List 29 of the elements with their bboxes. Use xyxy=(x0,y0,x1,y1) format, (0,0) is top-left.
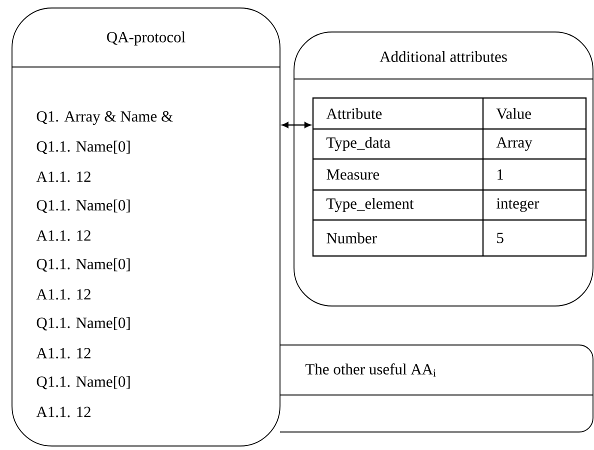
protocol-line: A1.1. 12 xyxy=(36,348,90,358)
protocol-line: Q1.1. Name[0] xyxy=(36,140,130,154)
table-cell: integer xyxy=(496,198,540,212)
protocol-line: Q1. Array & Name & xyxy=(36,111,173,125)
table-cell: Type_element xyxy=(326,198,414,212)
attribute-table xyxy=(312,97,587,257)
table-cell: Array xyxy=(496,137,532,151)
band xyxy=(280,344,594,432)
header-text: QA-protocol xyxy=(107,31,186,46)
protocol-line: A1.1. 12 xyxy=(36,289,90,300)
table-cell: 5 xyxy=(497,232,504,244)
table-cell: Attribute xyxy=(326,108,382,119)
header-text: Additional attributes xyxy=(380,51,507,62)
rounded-panel xyxy=(294,32,594,306)
table-cell: 1 xyxy=(498,169,504,180)
table-cell: Number xyxy=(326,232,377,244)
protocol-line: Q1.1. Name[0] xyxy=(36,376,130,390)
table-cell: Type_data xyxy=(326,136,390,152)
protocol-line: Q1.1. Name[0] xyxy=(36,200,130,213)
band-label: The other useful AA$_{i}$ xyxy=(305,363,436,377)
double-arrow xyxy=(282,122,311,128)
protocol-line: Q1.1. Name[0] xyxy=(36,258,130,272)
protocol-line: A1.1. 12 xyxy=(36,230,90,241)
protocol-line: A1.1. 12 xyxy=(36,172,90,182)
rounded-panel xyxy=(12,8,280,446)
table-cell: Measure xyxy=(326,169,380,180)
protocol-line: A1.1. 12 xyxy=(36,406,90,418)
protocol-line: Q1.1. Name[0] xyxy=(36,317,130,330)
table-cell: Value xyxy=(496,108,531,119)
